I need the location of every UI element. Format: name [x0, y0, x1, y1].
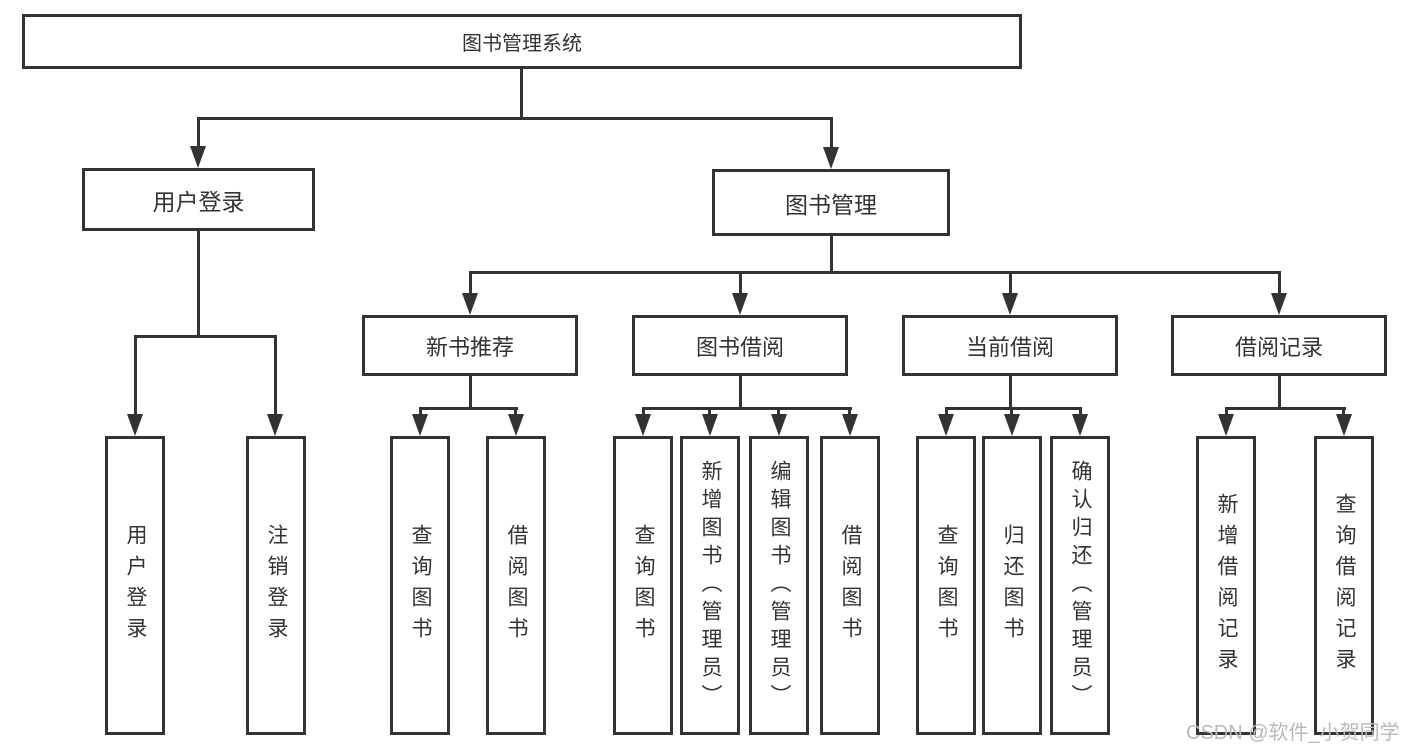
leaf-query-books-3-label: 查询图书 — [935, 523, 958, 648]
connector-logout-drop — [274, 335, 277, 415]
leaf-query-books-2: 查询图书 — [613, 436, 673, 735]
connector-current-borrow-vertical — [1009, 376, 1012, 408]
arrow-down-icon — [267, 414, 283, 436]
connector-book-borrow-vertical — [739, 376, 742, 408]
connector-new-book-vertical — [469, 376, 472, 408]
connector-level2-horizontal — [197, 117, 833, 120]
connector-leaf-drop — [1342, 407, 1345, 416]
node-current-borrowing: 当前借阅 — [902, 315, 1118, 376]
node-book-borrowing-label: 图书借阅 — [695, 334, 784, 360]
leaf-add-borrow-record: 新增借阅记录 — [1196, 436, 1256, 735]
connector-borrow-record-horizontal — [1225, 407, 1346, 410]
node-new-book-recommend: 新书推荐 — [362, 315, 578, 376]
connector-user-login-horizontal — [134, 335, 277, 338]
connector-new-book-horizontal — [419, 407, 518, 410]
leaf-add-borrow-record-label: 新增借阅记录 — [1215, 492, 1238, 679]
arrow-down-icon — [1002, 293, 1018, 315]
leaf-logout-label: 注销登录 — [265, 523, 288, 648]
connector-login-drop — [134, 335, 137, 415]
arrow-down-icon — [190, 146, 206, 168]
leaf-borrow-books-2: 借阅图书 — [820, 436, 880, 735]
node-user-login-label: 用户登录 — [152, 188, 245, 215]
leaf-user-login-label: 用户登录 — [124, 523, 147, 648]
node-book-management-label: 图书管理 — [785, 191, 877, 218]
leaf-query-books-1: 查询图书 — [390, 436, 450, 735]
node-borrowing-records: 借阅记录 — [1171, 315, 1387, 376]
connector-leaf-drop — [708, 407, 711, 416]
connector-book-mgmt-vertical — [830, 236, 833, 272]
connector-leaf-drop — [1010, 407, 1013, 416]
leaf-confirm-return-admin-label: 确认归还（管理员） — [1069, 459, 1092, 712]
leaf-add-book-admin-label: 新增图书（管理员） — [699, 459, 722, 712]
arrow-down-icon — [1271, 293, 1287, 315]
connector-level3-horizontal — [469, 271, 1281, 274]
connector-new-book-drop — [469, 271, 472, 295]
leaf-logout: 注销登录 — [246, 436, 306, 735]
node-user-login: 用户登录 — [82, 168, 315, 231]
leaf-borrow-books-1: 借阅图书 — [486, 436, 546, 735]
connector-current-borrow-horizontal — [945, 407, 1082, 410]
node-new-book-recommend-label: 新书推荐 — [425, 334, 514, 360]
arrow-down-icon — [1218, 414, 1234, 436]
connector-leaf-drop — [1079, 407, 1082, 416]
leaf-add-book-admin: 新增图书（管理员） — [680, 436, 740, 735]
node-book-management: 图书管理 — [712, 169, 950, 236]
arrow-down-icon — [771, 414, 787, 436]
connector-user-login-drop — [197, 117, 200, 148]
arrow-down-icon — [412, 414, 428, 436]
connector-borrow-record-vertical — [1278, 376, 1281, 408]
connector-leaf-drop — [777, 407, 780, 416]
leaf-borrow-books-2-label: 借阅图书 — [839, 523, 862, 648]
leaf-edit-book-admin-label: 编辑图书（管理员） — [768, 459, 791, 712]
connector-leaf-drop — [642, 407, 645, 416]
arrow-down-icon — [635, 414, 651, 436]
arrow-down-icon — [1072, 414, 1088, 436]
connector-root-vertical — [520, 69, 523, 118]
arrow-down-icon — [508, 414, 524, 436]
watermark: CSDN @软件_小贺同学 — [1186, 722, 1400, 744]
connector-borrow-record-drop — [1278, 271, 1281, 295]
leaf-return-book-label: 归还图书 — [1001, 523, 1024, 648]
leaf-query-borrow-record-label: 查询借阅记录 — [1333, 492, 1356, 679]
node-borrowing-records-label: 借阅记录 — [1234, 334, 1323, 360]
leaf-query-books-3: 查询图书 — [916, 436, 976, 735]
leaf-query-books-1-label: 查询图书 — [409, 523, 432, 648]
connector-leaf-drop — [514, 407, 517, 416]
leaf-edit-book-admin: 编辑图书（管理员） — [749, 436, 809, 735]
arrow-down-icon — [462, 293, 478, 315]
leaf-user-login: 用户登录 — [105, 436, 165, 735]
leaf-confirm-return-admin: 确认归还（管理员） — [1050, 436, 1110, 735]
arrow-down-icon — [1336, 414, 1352, 436]
arrow-down-icon — [823, 147, 839, 169]
leaf-query-books-2-label: 查询图书 — [632, 523, 655, 648]
connector-book-borrow-drop — [739, 271, 742, 295]
arrow-down-icon — [702, 414, 718, 436]
arrow-down-icon — [127, 414, 143, 436]
leaf-query-borrow-record: 查询借阅记录 — [1314, 436, 1374, 735]
connector-leaf-drop — [419, 407, 422, 416]
node-current-borrowing-label: 当前借阅 — [965, 334, 1054, 360]
connector-leaf-drop — [848, 407, 851, 416]
connector-leaf-drop — [1225, 407, 1228, 416]
connector-book-mgmt-drop — [830, 117, 833, 149]
node-book-borrowing: 图书借阅 — [632, 315, 848, 376]
leaf-borrow-books-1-label: 借阅图书 — [505, 523, 528, 648]
arrow-down-icon — [938, 414, 954, 436]
connector-user-login-vertical — [197, 231, 200, 336]
node-library-system-label: 图书管理系统 — [462, 33, 582, 55]
connector-leaf-drop — [945, 407, 948, 416]
node-library-system: 图书管理系统 — [22, 14, 1022, 69]
connector-current-borrow-drop — [1009, 271, 1012, 295]
arrow-down-icon — [842, 414, 858, 436]
leaf-return-book: 归还图书 — [982, 436, 1042, 735]
arrow-down-icon — [1004, 414, 1020, 436]
arrow-down-icon — [732, 293, 748, 315]
connector-book-borrow-horizontal — [642, 407, 852, 410]
